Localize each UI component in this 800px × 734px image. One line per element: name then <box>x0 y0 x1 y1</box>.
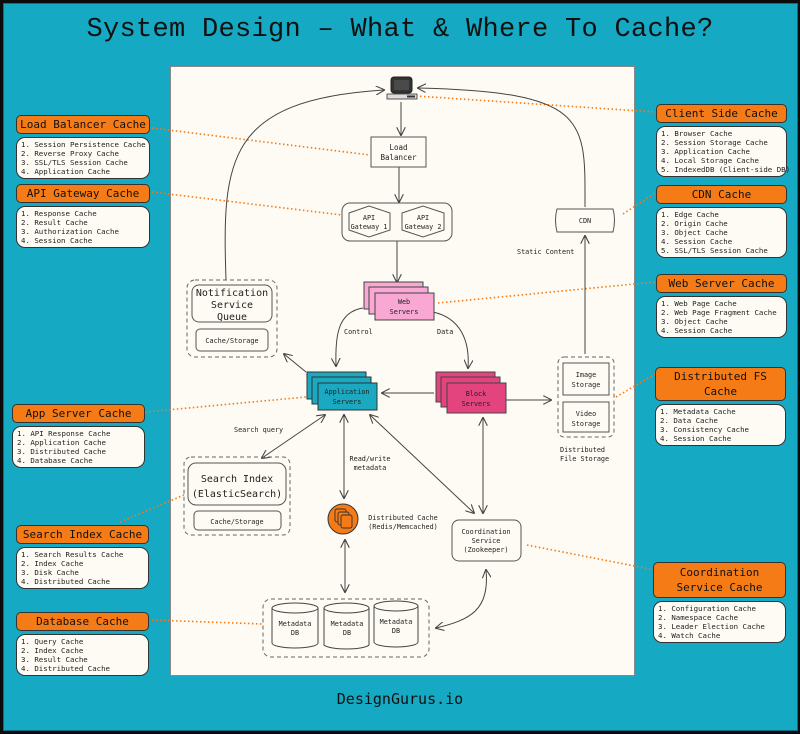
cache-list-item: 3. Disk Cache <box>21 568 79 577</box>
diagram-canvas <box>170 66 635 676</box>
app-server-cache-title: App Server Cache <box>12 404 145 423</box>
client-side-cache-title: Client Side Cache <box>656 104 787 123</box>
cache-list-item: 2. Index Cache <box>21 646 84 655</box>
cache-list-item: 1. Search Results Cache <box>21 550 124 559</box>
cache-list-item: 1. Query Cache <box>21 637 84 646</box>
cache-list-item: 1. Web Page Cache <box>661 299 737 308</box>
cache-list-item: 4. Session Cache <box>661 237 733 246</box>
web-server-cache-title: Web Server Cache <box>656 274 787 293</box>
distributed-fs-cache-title: Distributed FS Cache <box>655 367 786 401</box>
cache-list-item: 3. Object Cache <box>661 317 728 326</box>
cache-list-item: 2. Index Cache <box>21 559 84 568</box>
api-gateway-cache-title: API Gateway Cache <box>16 184 150 203</box>
cache-list-item: 2. Session Storage Cache <box>661 138 768 147</box>
cdn-cache-title: CDN Cache <box>656 185 787 204</box>
load-balancer-cache: Load Balancer Cache 1. Session Persisten… <box>16 115 150 179</box>
cache-list-item: 3. Object Cache <box>661 228 728 237</box>
cache-list-item: 1. Browser Cache <box>661 129 733 138</box>
cache-list-item: 5. SSL/TLS Session Cache <box>661 246 768 255</box>
cache-list-item: 1. Configuration Cache <box>658 604 756 613</box>
coordination-service-cache-title: Coordination Service Cache <box>653 562 786 598</box>
database-cache-title: Database Cache <box>16 612 149 631</box>
cache-list-item: 4. Database Cache <box>17 456 93 465</box>
cache-list-item: 1. Metadata Cache <box>660 407 736 416</box>
cache-list-item: 3. Result Cache <box>21 655 88 664</box>
search-index-cache: Search Index Cache 1. Search Results Cac… <box>16 525 149 589</box>
footer-brand: DesignGurus.io <box>336 690 464 708</box>
cache-list-item: 4. Session Cache <box>661 326 733 335</box>
cache-list-item: 1. Session Persistence Cache <box>21 140 146 149</box>
cache-list-item: 1. Edge Cache <box>661 210 719 219</box>
cache-list-item: 2. Web Page Fragment Cache <box>661 308 777 317</box>
cache-list-item: 1. API Response Cache <box>17 429 111 438</box>
cache-list-item: 2. Result Cache <box>21 218 88 227</box>
cache-list-item: 4. Session Cache <box>21 236 93 245</box>
cache-list-item: 4. Local Storage Cache <box>661 156 759 165</box>
load-balancer-cache-title: Load Balancer Cache <box>16 115 150 134</box>
cache-list-item: 4. Application Cache <box>21 167 110 176</box>
cache-list-item: 4. Distributed Cache <box>21 664 110 673</box>
cache-list-item: 1. Response Cache <box>21 209 97 218</box>
cache-list-item: 4. Distributed Cache <box>21 577 110 586</box>
cache-list-item: 2. Application Cache <box>17 438 106 447</box>
coordination-service-cache: Coordination Service Cache 1. Configurat… <box>653 562 786 643</box>
cache-list-item: 2. Data Cache <box>660 416 718 425</box>
cache-list-item: 3. SSL/TLS Session Cache <box>21 158 128 167</box>
cache-list-item: 3. Authorization Cache <box>21 227 119 236</box>
cache-list-item: 2. Origin Cache <box>661 219 728 228</box>
cache-list-item: 2. Namespace Cache <box>658 613 739 622</box>
cache-list-item: 4. Watch Cache <box>658 631 721 640</box>
cache-list-item: 4. Session Cache <box>660 434 732 443</box>
search-index-cache-title: Search Index Cache <box>16 525 149 544</box>
cache-list-item: 3. Leader Election Cache <box>658 622 765 631</box>
cache-list-item: 2. Reverse Proxy Cache <box>21 149 119 158</box>
cache-list-item: 3. Distributed Cache <box>17 447 106 456</box>
cache-list-item: 3. Consistency Cache <box>660 425 749 434</box>
cache-list-item: 3. Application Cache <box>661 147 750 156</box>
page-title: System Design – What & Where To Cache? <box>86 15 714 45</box>
cache-list-item: 5. IndexedDB (Client-side DB) <box>661 165 791 174</box>
